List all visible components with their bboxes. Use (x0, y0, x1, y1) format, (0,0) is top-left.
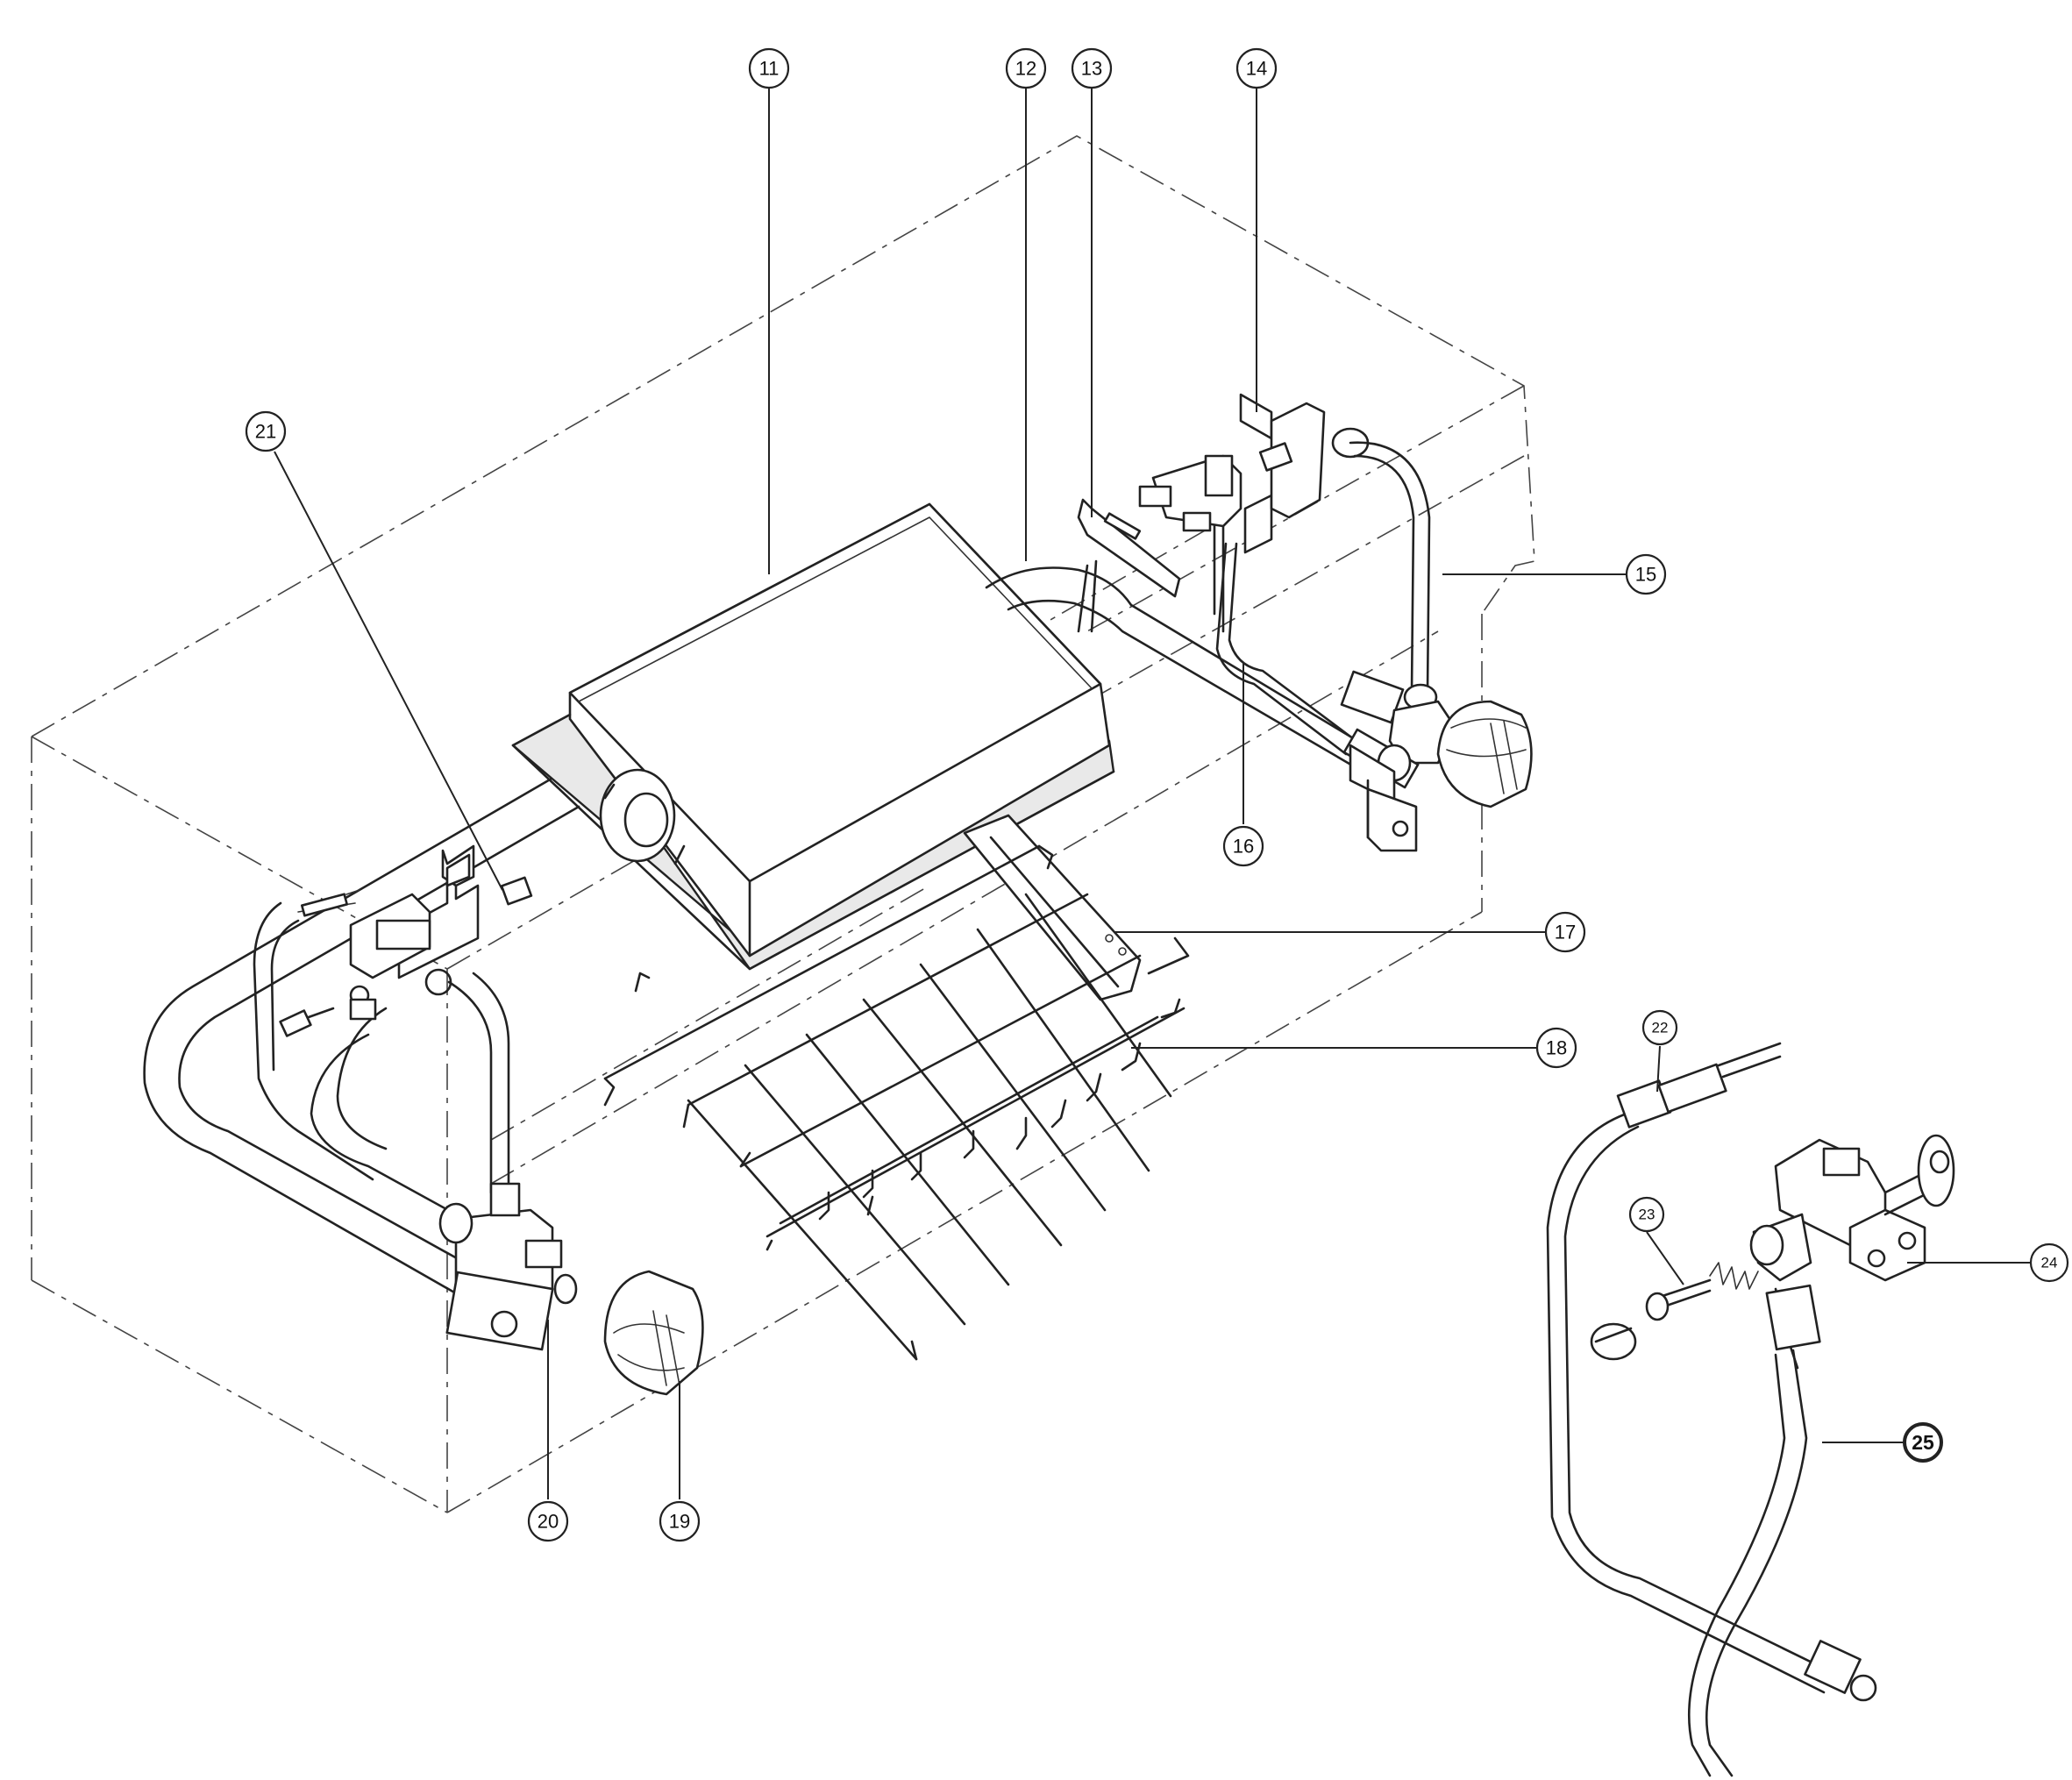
callout-22: 22 (1641, 1009, 1678, 1046)
callout-20-circle (527, 1500, 569, 1542)
callout-21: 21 (245, 410, 287, 452)
callout-21-circle (245, 410, 287, 452)
callout-13-label: 13 (1081, 58, 1102, 80)
callout-12-label: 12 (1015, 58, 1036, 80)
right-control-knob (1436, 700, 1533, 808)
callout-24-circle (2029, 1242, 2069, 1283)
gas-supply-pipe-loop (143, 761, 580, 1295)
callout-17-circle (1544, 911, 1586, 953)
callout-16-label: 16 (1233, 836, 1254, 858)
callout-22-label: 22 (1652, 1020, 1669, 1036)
callout-24-label: 24 (2041, 1255, 2058, 1271)
callout-15-label: 15 (1635, 564, 1656, 586)
callout-12-circle (1005, 47, 1047, 89)
callout-12: 12 (1005, 47, 1047, 89)
callout-19-label: 19 (669, 1511, 690, 1533)
callout-14-circle (1235, 47, 1278, 89)
left-gas-control-valve (279, 844, 578, 1351)
callout-25-label: 25 (1912, 1431, 1934, 1454)
right-gas-control-valve (1340, 670, 1457, 852)
wire-grate-rack (603, 814, 1190, 1361)
callout-20-label: 20 (538, 1511, 559, 1533)
callout-17: 17 (1544, 911, 1586, 953)
callout-bubbles: 11 12 13 14 15 16 17 18 19 20 21 22 23 24 25 (245, 47, 2069, 1542)
burner-hood-assembly (511, 502, 1115, 971)
callout-16: 16 (1222, 825, 1264, 867)
callout-21-label: 21 (255, 421, 276, 443)
callout-25-circle (1903, 1422, 1943, 1463)
callout-11-label: 11 (759, 58, 780, 80)
callout-23-circle (1628, 1196, 1665, 1233)
callout-15: 15 (1625, 553, 1667, 595)
callout-15-circle (1625, 553, 1667, 595)
callout-16-circle (1222, 825, 1264, 867)
right-pipe-assembly (985, 498, 1396, 787)
callout-13-circle (1071, 47, 1113, 89)
leader-lines (274, 86, 2030, 1499)
callout-25: 25 (1903, 1422, 1943, 1463)
callout-23-label: 23 (1639, 1207, 1655, 1223)
left-control-knob (603, 1270, 704, 1396)
callout-23: 23 (1628, 1196, 1665, 1233)
callout-14: 14 (1235, 47, 1278, 89)
callout-22-circle (1641, 1009, 1678, 1046)
callout-19: 19 (659, 1500, 701, 1542)
callout-17-label: 17 (1555, 922, 1576, 943)
callout-24: 24 (2029, 1242, 2069, 1283)
pilot-burner-detail-view (1546, 1042, 1955, 1777)
callout-18: 18 (1535, 1027, 1577, 1069)
callout-14-label: 14 (1246, 58, 1267, 80)
callout-11-circle (748, 47, 790, 89)
callout-11: 11 (748, 47, 790, 89)
callout-18-circle (1535, 1027, 1577, 1069)
callout-20: 20 (527, 1500, 569, 1542)
callout-18-label: 18 (1546, 1037, 1567, 1059)
callout-19-circle (659, 1500, 701, 1542)
right-upper-bracket (1138, 393, 1431, 694)
callout-13: 13 (1071, 47, 1113, 89)
